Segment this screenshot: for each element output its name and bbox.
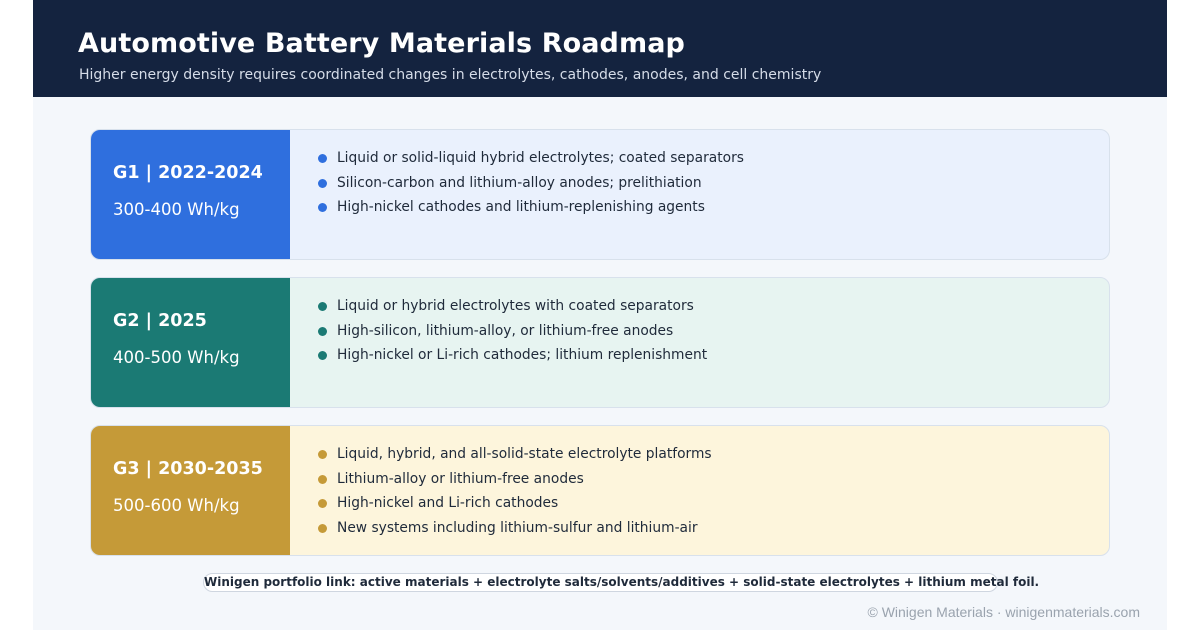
header-banner: Automotive Battery Materials Roadmap Hig… [33,0,1167,97]
list-item: Liquid or hybrid electrolytes with coate… [317,294,707,319]
generation-label-panel: G3 | 2030-2035 500-600 Wh/kg [91,426,290,555]
item-text: High-nickel and Li-rich cathodes [337,495,559,512]
bullet-dot-icon [318,474,327,484]
item-text: High-nickel cathodes and lithium-repleni… [337,199,705,216]
item-text: New systems including lithium-sulfur and… [337,520,698,537]
page-subtitle: Higher energy density requires coordinat… [79,67,822,83]
list-item: New systems including lithium-sulfur and… [317,516,712,541]
list-item: Liquid, hybrid, and all-solid-state elec… [317,442,712,467]
list-item: High-nickel and Li-rich cathodes [317,491,712,516]
list-item: Liquid or solid-liquid hybrid electrolyt… [317,146,744,171]
generation-card-g3: G3 | 2030-2035 500-600 Wh/kg Liquid, hyb… [90,425,1110,556]
portfolio-note: Winigen portfolio link: active materials… [203,573,1039,592]
generation-label: G3 | 2030-2035 [113,459,263,479]
bullet-dot-icon [318,499,327,509]
item-text: Liquid or solid-liquid hybrid electrolyt… [337,150,744,166]
bullet-dot-icon [318,524,327,534]
bullet-dot-icon [318,302,327,311]
list-item: Silicon-carbon and lithium-alloy anodes;… [317,171,744,196]
generation-items: Liquid, hybrid, and all-solid-state elec… [317,442,712,541]
list-item: High-nickel cathodes and lithium-repleni… [317,195,744,220]
generation-card-g1: G1 | 2022-2024 300-400 Wh/kg Liquid or s… [90,129,1110,260]
item-text: High-nickel or Li-rich cathodes; lithium… [337,347,708,364]
list-item: Lithium-alloy or lithium-free anodes [317,467,712,492]
generation-card-g2: G2 | 2025 400-500 Wh/kg Liquid or hybrid… [90,277,1110,408]
item-text: Liquid or hybrid electrolytes with coate… [337,298,694,314]
bullet-dot-icon [318,450,327,459]
item-text: Lithium-alloy or lithium-free anodes [337,470,584,487]
bullet-dot-icon [318,203,327,213]
bullet-dot-icon [318,178,327,188]
page-title: Automotive Battery Materials Roadmap [78,28,685,59]
item-text: High-silicon, lithium-alloy, or lithium-… [337,322,674,339]
list-item: High-nickel or Li-rich cathodes; lithium… [317,343,707,368]
copyright-text: © Winigen Materials · winigenmaterials.c… [867,604,1140,620]
generation-label: G1 | 2022-2024 [113,163,263,183]
generation-label-panel: G1 | 2022-2024 300-400 Wh/kg [91,130,290,259]
item-text: Liquid, hybrid, and all-solid-state elec… [337,446,712,462]
bullet-dot-icon [318,351,327,361]
generation-items: Liquid or hybrid electrolytes with coate… [317,294,707,368]
generation-label-panel: G2 | 2025 400-500 Wh/kg [91,278,290,407]
bullet-dot-icon [318,154,327,163]
list-item: High-silicon, lithium-alloy, or lithium-… [317,319,707,344]
generation-label: G2 | 2025 [113,311,207,331]
bullet-dot-icon [318,326,327,336]
generation-items: Liquid or solid-liquid hybrid electrolyt… [317,146,744,220]
energy-density: 400-500 Wh/kg [113,348,240,367]
energy-density: 500-600 Wh/kg [113,496,240,515]
energy-density: 300-400 Wh/kg [113,200,240,219]
item-text: Silicon-carbon and lithium-alloy anodes;… [337,174,702,191]
roadmap-canvas: Automotive Battery Materials Roadmap Hig… [33,0,1167,630]
